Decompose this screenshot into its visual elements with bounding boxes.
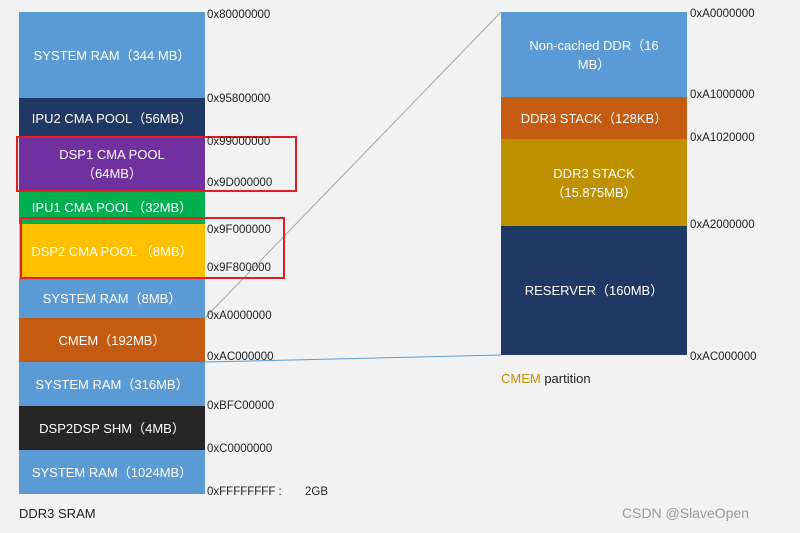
ddr3-block-cmem: CMEM（192MB） xyxy=(19,318,205,362)
ddr3-block-system-ram-1024: SYSTEM RAM（1024MB） xyxy=(19,450,205,494)
ddr3-block-system-ram-316: SYSTEM RAM（316MB） xyxy=(19,362,205,406)
ddr3-block-dsp2dsp-shm: DSP2DSP SHM（4MB） xyxy=(19,406,205,450)
ddr3-address: 0x95800000 xyxy=(207,93,271,105)
ddr3-address: 0xA0000000 xyxy=(207,310,272,322)
cmem-address: 0xAC000000 xyxy=(690,351,757,363)
ddr3-block-system-ram-8: SYSTEM RAM（8MB） xyxy=(19,278,205,318)
cmem-caption-suffix: partition xyxy=(540,371,591,386)
ddr3-address: 0xC0000000 xyxy=(207,443,273,455)
connector-top-line xyxy=(204,11,502,319)
cmem-address: 0xA1000000 xyxy=(690,89,755,101)
ddr3-address: 0x80000000 xyxy=(207,9,271,21)
ddr3-total-size: 2GB xyxy=(305,486,329,498)
cmem-block-reserver: RESERVER（160MB） xyxy=(501,226,687,355)
ddr3-block-dsp2-cma: DSP2 CMA POOL （8MB） xyxy=(19,224,205,278)
ddr3-address: 0xBFC00000 xyxy=(207,400,275,412)
ddr3-address: 0xAC000000 xyxy=(207,351,274,363)
cmem-block-non-cached-ddr: Non-cached DDR（16 MB） xyxy=(501,12,687,97)
ddr3-block-ipu2-cma: IPU2 CMA POOL（56MB） xyxy=(19,98,205,138)
ddr3-address-end: 0xFFFFFFFF : xyxy=(207,486,282,498)
cmem-caption-prefix: CMEM xyxy=(501,371,541,386)
cmem-block-ddr3-stack-128kb: DDR3 STACK（128KB） xyxy=(501,97,687,139)
highlight-box-dsp1 xyxy=(16,136,297,192)
watermark: CSDN @SlaveOpen xyxy=(622,505,750,521)
cmem-address: 0xA2000000 xyxy=(690,219,755,231)
ddr3-address: 0x99000000 xyxy=(207,136,271,148)
ddr3-block-system-ram-344: SYSTEM RAM（344 MB） xyxy=(19,12,205,98)
cmem-address: 0xA0000000 xyxy=(690,8,755,20)
cmem-partition-caption: CMEM partition xyxy=(501,371,591,386)
ddr3-address: 0x9D000000 xyxy=(207,177,273,189)
ddr3-block-dsp1-cma: DSP1 CMA POOL （64MB） xyxy=(19,138,205,190)
highlight-box-dsp2 xyxy=(20,217,285,279)
connector-bottom-line xyxy=(204,354,502,363)
cmem-block-ddr3-stack-15mb: DDR3 STACK （15.875MB） xyxy=(501,139,687,226)
ddr3-address: 0x9F000000 xyxy=(207,224,271,236)
cmem-address: 0xA1020000 xyxy=(690,132,755,144)
ddr3-address: 0x9F800000 xyxy=(207,262,271,274)
ddr3-caption: DDR3 SRAM xyxy=(19,506,96,521)
